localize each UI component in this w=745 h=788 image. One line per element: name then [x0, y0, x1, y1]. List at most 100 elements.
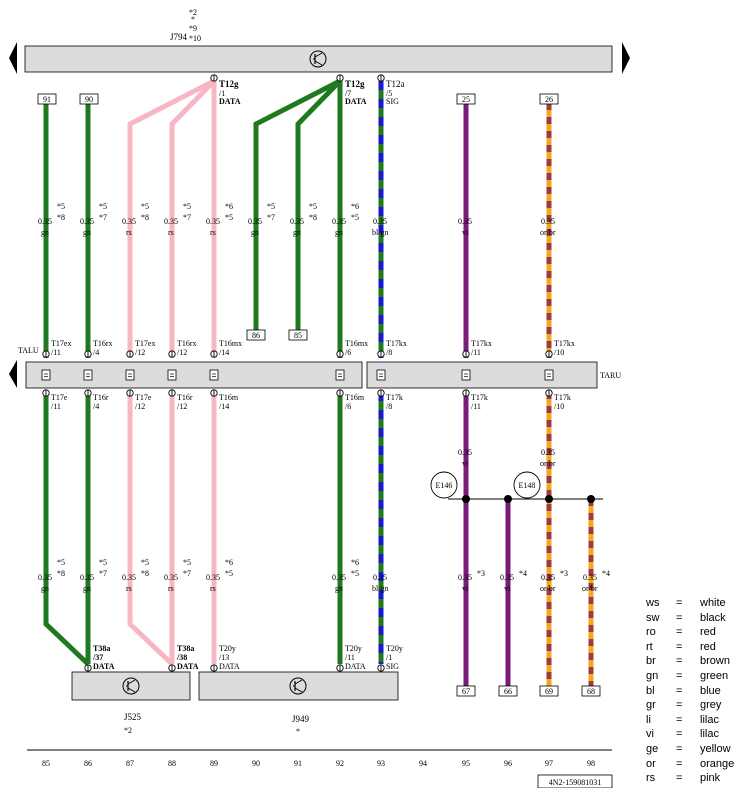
svg-text:or/br: or/br [540, 584, 556, 593]
svg-text:*5: *5 [351, 569, 359, 578]
svg-text:0.35: 0.35 [290, 217, 304, 226]
svg-text:vi: vi [462, 459, 469, 468]
svg-text:SIG: SIG [386, 97, 399, 106]
svg-text:T12g: T12g [345, 79, 365, 89]
legend-row: rs=pink [646, 772, 721, 785]
svg-text:/1: /1 [386, 653, 392, 662]
svg-text:DATA: DATA [345, 97, 367, 106]
svg-text:/10: /10 [554, 402, 564, 411]
svg-text:*7: *7 [183, 213, 191, 222]
svg-text:*8: *8 [141, 569, 149, 578]
svg-text:0.35: 0.35 [458, 573, 472, 582]
svg-text:/10: /10 [554, 348, 564, 357]
svg-text:/12: /12 [135, 348, 145, 357]
svg-text:*6: *6 [351, 558, 359, 567]
svg-text:88: 88 [168, 759, 176, 768]
svg-text:/4: /4 [93, 402, 99, 411]
upper-wire-labels: *5 *8 0.35 gn *5 *7 0.35 gn *5 *8 0.35 r… [38, 202, 556, 237]
svg-text:vi: vi [462, 228, 469, 237]
top-connector-labels: T12g /1 DATA T12g /7 DATA T12a /5 SIG [219, 79, 405, 106]
legend-row: br=brown [646, 655, 730, 668]
svg-text:91: 91 [294, 759, 302, 768]
svg-text:T16r: T16r [93, 393, 109, 402]
svg-text:/12: /12 [177, 402, 187, 411]
svg-text:0.35: 0.35 [541, 217, 555, 226]
svg-text:rs: rs [168, 584, 174, 593]
svg-text:/11: /11 [471, 402, 481, 411]
svg-text:89: 89 [210, 759, 218, 768]
svg-text:/6: /6 [345, 348, 351, 357]
bus-bar [9, 360, 598, 389]
svg-text:86: 86 [252, 331, 260, 340]
svg-text:*7: *7 [99, 213, 107, 222]
svg-text:T16mx: T16mx [345, 339, 368, 348]
component-e148: E148 [513, 471, 541, 499]
svg-text:rs: rs [126, 584, 132, 593]
svg-text:0.35: 0.35 [248, 217, 262, 226]
svg-text:87: 87 [126, 759, 134, 768]
legend-row: gr=grey [646, 699, 722, 712]
svg-text:rs: rs [126, 228, 132, 237]
svg-text:T17kx: T17kx [554, 339, 575, 348]
legend-row: ro=red [646, 626, 716, 639]
legend-row: gn=green [646, 669, 729, 682]
legend-row: or=orange [646, 757, 735, 770]
svg-text:T17ex: T17ex [51, 339, 71, 348]
svg-text:T16m: T16m [219, 393, 239, 402]
bus-label-right: TARU [600, 371, 621, 380]
legend-row: ws=white [646, 597, 726, 609]
svg-text:*7: *7 [99, 569, 107, 578]
svg-text:T16m: T16m [345, 393, 365, 402]
svg-text:90: 90 [85, 95, 93, 104]
svg-text:*3: *3 [477, 569, 485, 578]
svg-text:*5: *5 [267, 202, 275, 211]
svg-text:0.35: 0.35 [164, 573, 178, 582]
svg-text:/8: /8 [386, 348, 392, 357]
bottom-connector-labels: T38a /37 DATA T38a /38 DATA T20y /13 DAT… [92, 644, 403, 671]
svg-text:/11: /11 [345, 653, 355, 662]
color-legend: ws=white sw=black ro=red rt=red br=brown… [646, 596, 734, 786]
svg-text:*5: *5 [141, 202, 149, 211]
wires [43, 78, 603, 686]
top-unit-note-4: *10 [189, 34, 201, 43]
mid-wire-labels: 0.35 vi 0.35 or/br [458, 448, 556, 468]
svg-text:rs: rs [168, 228, 174, 237]
svg-text:*4: *4 [519, 569, 527, 578]
svg-text:*8: *8 [57, 569, 65, 578]
svg-text:T17k: T17k [554, 393, 571, 402]
legend-row: ge=yellow [646, 742, 731, 755]
svg-text:0.35: 0.35 [38, 573, 52, 582]
bottom-unit-label-j525: J525 [124, 712, 142, 722]
svg-text:0.35: 0.35 [583, 573, 597, 582]
svg-text:DATA: DATA [177, 662, 199, 671]
svg-text:0.35: 0.35 [122, 217, 136, 226]
svg-text:DATA: DATA [219, 97, 241, 106]
top-unit-note-1: *2 [189, 8, 197, 17]
svg-text:*6: *6 [225, 558, 233, 567]
svg-text:/1: /1 [219, 89, 225, 98]
svg-text:DATA: DATA [219, 662, 240, 671]
svg-text:*3: *3 [560, 569, 568, 578]
svg-text:92: 92 [336, 759, 344, 768]
bus-top-labels: T17ex /11 T16rx /4 T17ex /12 T16rx /12 T… [51, 339, 575, 357]
top-boxes: 91 90 25 26 [37, 93, 559, 105]
svg-text:T17e: T17e [51, 393, 68, 402]
svg-text:E146: E146 [436, 481, 453, 490]
svg-text:gn: gn [335, 584, 343, 593]
svg-text:or/br: or/br [582, 584, 598, 593]
svg-text:rs: rs [210, 584, 216, 593]
svg-text:T12g: T12g [219, 79, 239, 89]
svg-text:*5: *5 [225, 569, 233, 578]
svg-text:/5: /5 [386, 89, 392, 98]
svg-text:25: 25 [462, 95, 470, 104]
svg-text:66: 66 [504, 687, 512, 696]
svg-text:T16rx: T16rx [177, 339, 197, 348]
svg-text:*5: *5 [225, 213, 233, 222]
svg-text:85: 85 [294, 331, 302, 340]
bus-bottom-labels: T17e /11 T16r /4 T17e /12 T16r /12 T16m … [51, 393, 571, 411]
svg-text:0.35: 0.35 [164, 217, 178, 226]
svg-text:/11: /11 [471, 348, 481, 357]
lower-wire-labels: *5 *8 0.35 gn *5 *7 0.35 gn *5 *8 0.35 r… [38, 558, 610, 593]
svg-text:DATA: DATA [345, 662, 366, 671]
svg-text:*5: *5 [99, 558, 107, 567]
